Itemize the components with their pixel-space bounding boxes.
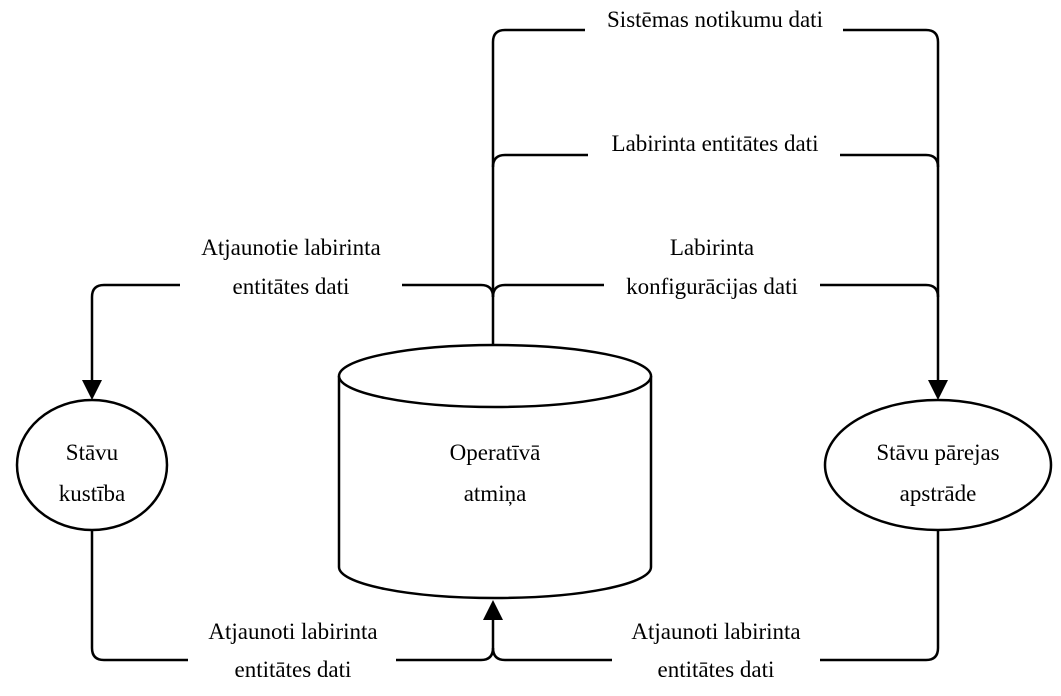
process-left-line1: Stāvu <box>66 440 119 465</box>
flow-updated-to-left-line <box>90 283 495 380</box>
flow-label-updated-from-left-line2: entitātes dati <box>235 657 352 682</box>
arrow-head-icon <box>483 600 503 620</box>
data-store-cylinder: Operatīvā atmiņa <box>337 343 653 600</box>
flow-label-updated-from-right-line2: entitātes dati <box>658 657 775 682</box>
process-right-line2: apstrāde <box>900 481 977 506</box>
arrow-head-icon <box>82 380 102 400</box>
storage-line2: atmiņa <box>464 481 527 507</box>
flow-label-updated-to-left-line1: Atjaunotie labirinta <box>201 235 380 260</box>
flow-label-updated-from-left-line1: Atjaunoti labirinta <box>208 619 377 644</box>
flow-updated-from-right-line <box>491 530 940 662</box>
flow-label-config-line1: Labirinta <box>670 235 754 260</box>
flow-label-entity-data: Labirinta entitātes dati <box>612 131 819 156</box>
flow-label-system-events: Sistēmas notikumu dati <box>607 7 823 32</box>
storage-line1: Operatīvā <box>450 440 541 465</box>
flow-system-events-line <box>491 28 940 380</box>
process-right: Stāvu pārejas apstrāde <box>823 398 1053 532</box>
flow-label-updated-from-right-line1: Atjaunoti labirinta <box>631 619 800 644</box>
process-left-line2: kustība <box>59 481 125 506</box>
flow-label-updated-to-left-line2: entitātes dati <box>233 274 350 299</box>
flow-label-config-line2: konfigurācijas dati <box>626 274 798 299</box>
process-left: Stāvu kustība <box>15 398 169 532</box>
arrow-head-icon <box>928 380 948 400</box>
process-right-line1: Stāvu pārejas <box>876 440 999 465</box>
